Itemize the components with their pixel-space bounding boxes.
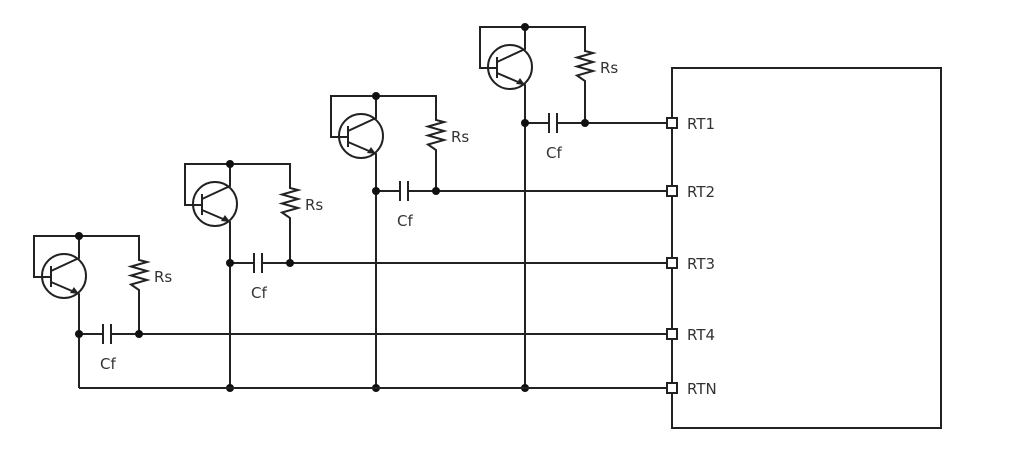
emitter-arrow-icon [516,78,525,85]
pin-terminal-icon [666,382,678,394]
resistor-rs [230,163,302,263]
transistor-icon [338,113,384,159]
capacitor-cf [253,253,263,273]
device-box [671,67,942,429]
capacitor-cf [399,181,409,201]
pin-label: RT2 [687,183,715,201]
pin-terminal-icon [666,185,678,197]
capacitor-cf [102,324,112,344]
junction-dot [135,330,143,338]
pin-terminal-icon [666,328,678,340]
transistor-emitter [201,209,231,388]
pin-terminal-icon [666,117,678,129]
transistor-collector [347,96,377,132]
capacitor-label: Cf [397,212,413,230]
pin-label: RTN [687,380,717,398]
transistor-collector [496,27,526,63]
resistor-label: Rs [600,59,618,77]
emitter-arrow-icon [70,287,79,294]
junction-dot [521,23,529,31]
junction-dot [75,330,83,338]
resistor-rs [525,26,597,123]
junction-dot [521,119,529,127]
capacitor-label: Cf [251,284,267,302]
junction-dot [372,92,380,100]
capacitor-cf [548,113,558,133]
transistor-collector [50,236,80,272]
junction-dot [226,160,234,168]
junction-dot [581,119,589,127]
junction-dot [286,259,294,267]
transistor-collector [201,164,231,200]
resistor-label: Rs [154,268,172,286]
pin-label: RT3 [687,255,715,273]
capacitor-label: Cf [546,144,562,162]
pin-terminal-icon [666,257,678,269]
transistor-icon [41,253,87,299]
pin-rt1: RT1 [666,115,715,133]
pin-rt4: RT4 [666,326,715,344]
emitter-arrow-icon [367,147,376,154]
pin-rt2: RT2 [666,183,715,201]
pin-rtn: RTN [666,380,717,398]
resistor-label: Rs [305,196,323,214]
junction-dot [75,232,83,240]
junction-dot [372,187,380,195]
pin-label: RT4 [687,326,715,344]
resistor-label: Rs [451,128,469,146]
junction-dot [226,259,234,267]
resistor-rs [376,95,448,191]
resistor-rs [79,235,151,334]
transistor-icon [192,181,238,227]
junction-dot [432,187,440,195]
transistor-emitter [347,141,377,388]
pin-label: RT1 [687,115,715,133]
emitter-arrow-icon [221,215,230,222]
capacitor-label: Cf [100,355,116,373]
transistor-emitter [496,72,526,388]
pin-rt3: RT3 [666,255,715,273]
transistor-icon [487,44,533,90]
